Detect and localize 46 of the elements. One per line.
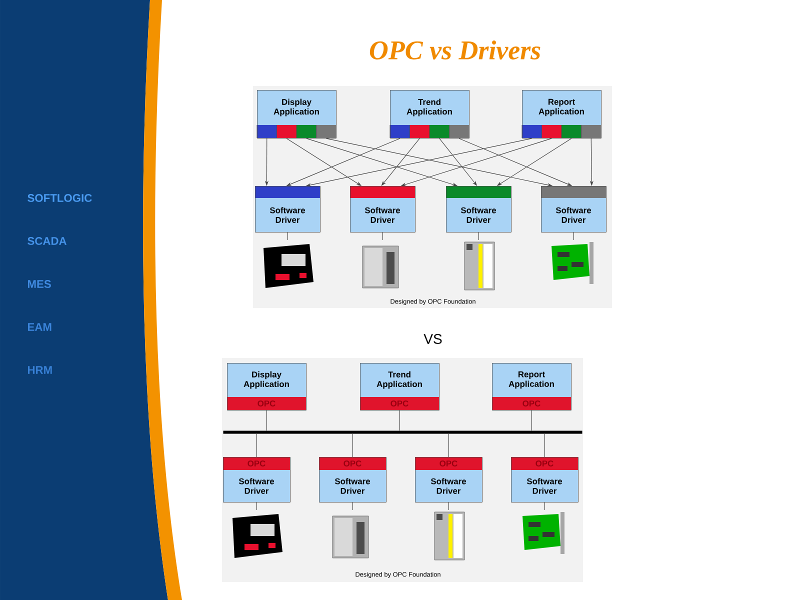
- plc-drawing: [362, 246, 399, 288]
- connector: [544, 502, 546, 510]
- connector: [381, 138, 420, 186]
- application-box: Trend Application OPC: [360, 363, 440, 410]
- connector: [531, 410, 532, 431]
- connector: [352, 502, 354, 510]
- driver-box: OPC Software Driver: [511, 457, 578, 502]
- bus-line: [223, 430, 582, 434]
- interface-card-drawing: [522, 512, 564, 554]
- menu-item: SOFTLOGIC: [28, 194, 92, 202]
- connector: [266, 410, 268, 431]
- panel-meter-drawing: [264, 244, 314, 288]
- application-box: Report Application: [522, 90, 602, 138]
- connector: [573, 232, 574, 240]
- io-module-drawing: [464, 242, 495, 290]
- connector: [399, 410, 400, 431]
- connector: [544, 434, 546, 458]
- driver-box: Software Driver: [255, 186, 320, 232]
- driver-box: OPC Software Driver: [223, 457, 290, 502]
- application-box: Display Application OPC: [227, 363, 306, 410]
- connector: [352, 434, 354, 458]
- driver-box: OPC Software Driver: [415, 457, 482, 502]
- driver-box: Software Driver: [446, 186, 512, 232]
- connector: [448, 434, 450, 458]
- connector: [382, 232, 384, 240]
- menu-item: MES: [28, 280, 51, 288]
- connector: [287, 232, 288, 240]
- plc-drawing: [332, 516, 369, 558]
- panel-meter-drawing: [232, 514, 282, 558]
- application-box: Report Application OPC: [492, 363, 572, 410]
- io-module-drawing: [434, 512, 465, 560]
- application-box: Trend Application: [390, 90, 470, 138]
- driver-box: Software Driver: [541, 186, 606, 232]
- menu-item: HRM: [28, 366, 52, 374]
- connector: [448, 502, 450, 510]
- connector: [478, 232, 480, 240]
- title: OPC vs Drivers: [370, 40, 540, 60]
- interface-card-drawing: [552, 242, 594, 284]
- connector: [256, 434, 258, 458]
- application-box: Display Application: [256, 90, 336, 138]
- menu-item: EAM: [28, 323, 52, 331]
- menu-item: SCADA: [28, 237, 67, 245]
- driver-box: OPC Software Driver: [319, 457, 386, 502]
- connector: [256, 502, 258, 510]
- driver-box: Software Driver: [350, 186, 416, 232]
- separator-text: VS: [424, 334, 442, 344]
